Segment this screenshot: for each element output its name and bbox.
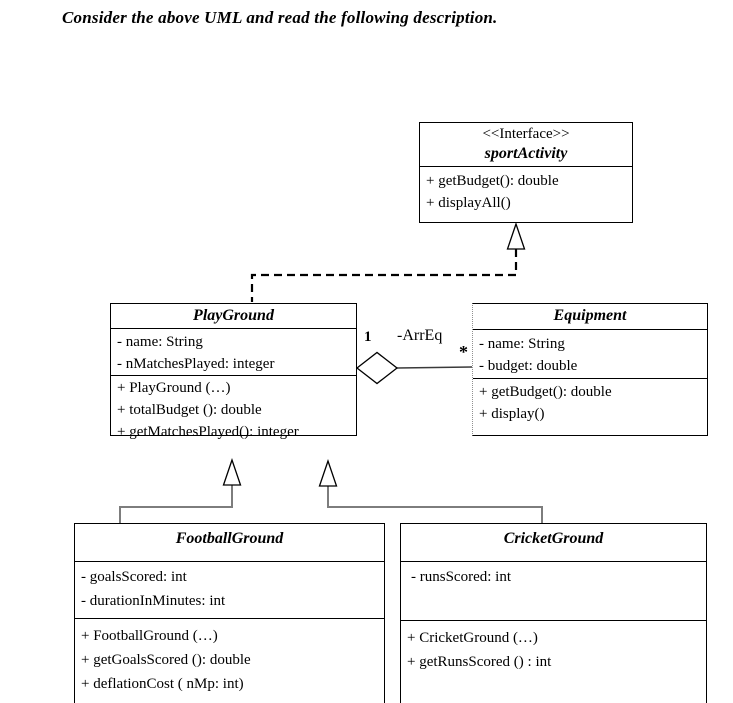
generalization-line-football <box>119 484 233 523</box>
class-box-cricketground: CricketGround - runsScored: int + Cricke… <box>400 523 707 703</box>
class-name-cricketground: CricketGround <box>503 530 604 547</box>
interface-methods-compartment: + getBudget(): double + displayAll() <box>420 166 632 222</box>
method: + getBudget(): double <box>426 173 559 189</box>
method: + getRunsScored () : int <box>407 654 552 670</box>
footballground-methods-compartment: + FootballGround (…) + getGoalsScored ()… <box>75 618 384 703</box>
method: + getMatchesPlayed(): integer <box>117 424 299 440</box>
class-name-playground: PlayGround <box>193 307 274 324</box>
equipment-attributes-compartment: - name: String - budget: double <box>473 329 707 378</box>
attribute: - budget: double <box>479 358 578 374</box>
cricketground-attributes-compartment: - runsScored: int <box>401 561 706 620</box>
generalization-triangle-cricket-icon <box>318 458 338 487</box>
realization-triangle-icon <box>506 221 526 250</box>
footballground-attributes-compartment: - goalsScored: int - durationInMinutes: … <box>75 561 384 618</box>
method: + CricketGround (…) <box>407 630 538 646</box>
playground-attributes-compartment: - name: String - nMatchesPlayed: integer <box>111 328 356 375</box>
cricketground-methods-compartment: + CricketGround (…) + getRunsScored () :… <box>401 620 706 703</box>
method: + displayAll() <box>426 195 511 211</box>
class-name-footballground: FootballGround <box>175 530 284 547</box>
method: + display() <box>479 406 545 422</box>
attribute: - durationInMinutes: int <box>81 593 226 609</box>
interface-header: <<Interface>> sportActivity <box>420 123 632 166</box>
method: + getBudget(): double <box>479 384 612 400</box>
method: + getGoalsScored (): double <box>81 652 251 668</box>
aggregation-role-name: -ArrEq <box>397 327 443 344</box>
interface-name: sportActivity <box>484 145 568 162</box>
class-box-equipment: Equipment - name: String - budget: doubl… <box>472 303 708 436</box>
method: + deflationCost ( nMp: int) <box>81 676 244 692</box>
generalization-triangle-football-icon <box>222 457 242 486</box>
realization-dashed-line <box>250 249 518 302</box>
attribute: - runsScored: int <box>411 569 511 585</box>
class-box-playground: PlayGround - name: String - nMatchesPlay… <box>110 303 357 440</box>
page-instruction: Consider the above UML and read the foll… <box>62 8 498 27</box>
method: + FootballGround (…) <box>81 628 218 644</box>
attribute: - name: String <box>479 336 565 352</box>
equipment-methods-compartment: + getBudget(): double + display() <box>473 378 707 435</box>
attribute: - name: String <box>117 334 203 350</box>
aggregation-multiplicity-target: * <box>459 342 468 362</box>
aggregation-diamond-icon <box>355 351 399 385</box>
method: + PlayGround (…) <box>117 380 231 396</box>
playground-methods-compartment: + PlayGround (…) + totalBudget (): doubl… <box>111 375 356 443</box>
generalization-line-cricket <box>327 486 543 523</box>
class-name-equipment: Equipment <box>553 307 627 324</box>
aggregation-line <box>396 366 473 369</box>
attribute: - nMatchesPlayed: integer <box>117 356 275 372</box>
interface-stereotype: <<Interface>> <box>482 126 570 142</box>
class-box-footballground: FootballGround - goalsScored: int - dura… <box>74 523 385 703</box>
aggregation-multiplicity-source: 1 <box>364 329 372 345</box>
attribute: - goalsScored: int <box>81 569 187 585</box>
method: + totalBudget (): double <box>117 402 262 418</box>
interface-box-sportactivity: <<Interface>> sportActivity + getBudget(… <box>419 122 633 223</box>
